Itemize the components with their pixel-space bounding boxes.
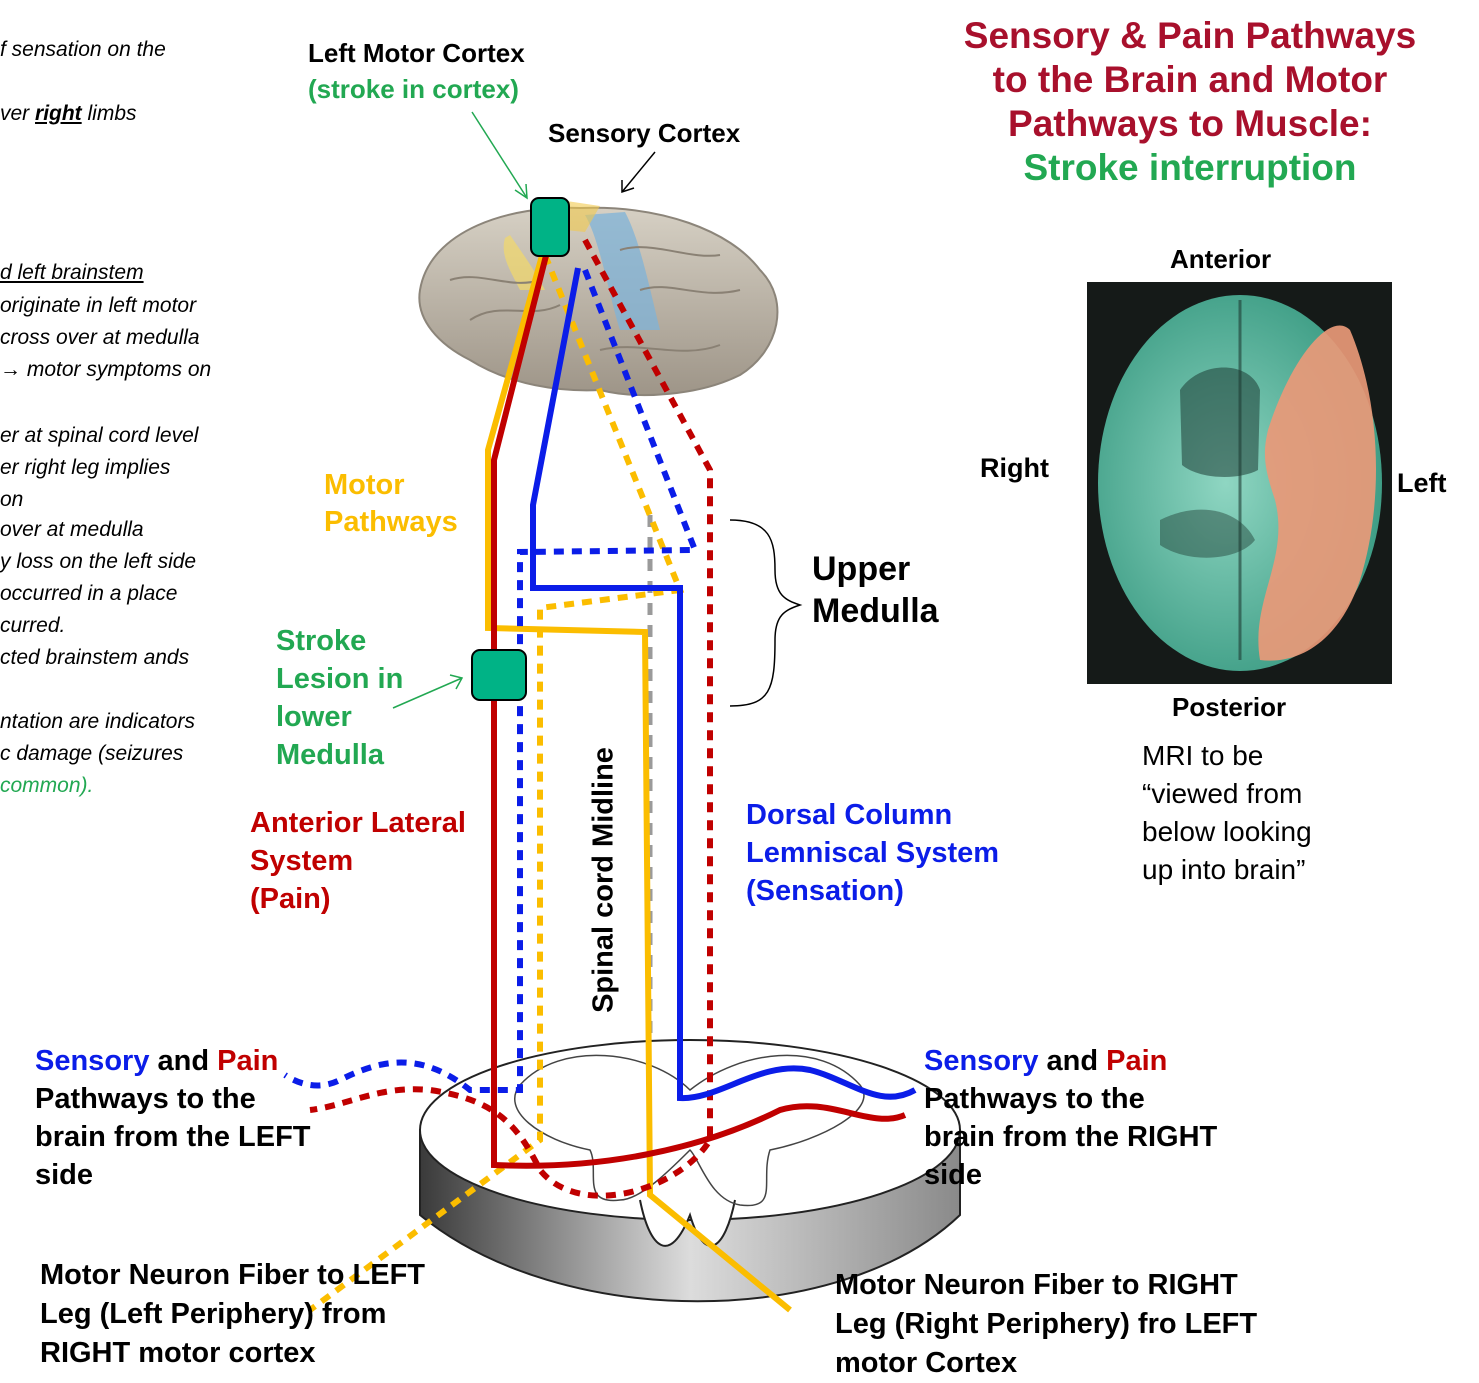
- label-line: motor Cortex: [835, 1344, 1257, 1383]
- mri-label-left: Left: [1397, 468, 1447, 499]
- caption-line: “viewed from: [1142, 775, 1312, 813]
- label-line: Pathways to the: [924, 1080, 1217, 1118]
- title-subtitle: Stroke interruption: [930, 146, 1450, 190]
- label-line: side: [924, 1156, 1217, 1194]
- title-line: to the Brain and Motor: [930, 58, 1450, 102]
- label-spinal-midline: Spinal cord Midline: [588, 747, 621, 1013]
- mri-label-right: Right: [980, 453, 1049, 484]
- label-line: Dorsal Column: [746, 796, 999, 834]
- label-left-side-pathways: Sensory and Pain Pathways to the brain f…: [35, 1042, 311, 1194]
- mri-caption: MRI to be “viewed from below looking up …: [1142, 737, 1312, 889]
- mri-label-anterior: Anterior: [1170, 244, 1271, 275]
- label-word: Pain: [1106, 1045, 1167, 1077]
- label-line: Leg (Right Periphery) fro LEFT: [835, 1305, 1257, 1344]
- label-upper-medulla: Upper Medulla: [812, 548, 939, 632]
- caption-line: below looking: [1142, 813, 1312, 851]
- label-line: Stroke: [276, 622, 403, 660]
- label-right-side-pathways: Sensory and Pain Pathways to the brain f…: [924, 1042, 1217, 1194]
- label-line: Upper: [812, 548, 939, 590]
- label-line: Sensory and Pain: [35, 1042, 311, 1080]
- label-line: Pathways to the: [35, 1080, 311, 1118]
- title-line: Sensory & Pain Pathways: [930, 14, 1450, 58]
- lesion-arrow: [393, 675, 462, 708]
- label-line: (Pain): [250, 880, 466, 918]
- sensory-cortex-arrow: [622, 152, 655, 192]
- label-line: Medulla: [276, 736, 403, 774]
- label-line: brain from the LEFT: [35, 1118, 311, 1156]
- label-line: Motor: [324, 467, 458, 504]
- label-left-motor-cortex: Left Motor Cortex: [308, 38, 525, 69]
- cortex-lesion: [531, 198, 569, 256]
- label-line: Sensory and Pain: [924, 1042, 1217, 1080]
- medulla-lesion: [472, 650, 526, 700]
- label-line: (Sensation): [746, 872, 999, 910]
- label-word: Sensory: [35, 1045, 149, 1077]
- label-sensory-cortex: Sensory Cortex: [548, 118, 740, 149]
- label-stroke-lesion: Stroke Lesion in lower Medulla: [276, 622, 403, 774]
- label-line: Pathways: [324, 504, 458, 541]
- caption-line: MRI to be: [1142, 737, 1312, 775]
- label-line: Motor Neuron Fiber to RIGHT: [835, 1266, 1257, 1305]
- label-line: brain from the RIGHT: [924, 1118, 1217, 1156]
- label-line: side: [35, 1156, 311, 1194]
- title-line: Pathways to Muscle:: [930, 102, 1450, 146]
- label-line: Lemniscal System: [746, 834, 999, 872]
- label-dorsal-column-system: Dorsal Column Lemniscal System (Sensatio…: [746, 796, 999, 910]
- caption-line: up into brain”: [1142, 851, 1312, 889]
- mri-scan: [1087, 282, 1392, 684]
- cortex-arrow: [472, 112, 527, 198]
- label-line: System: [250, 842, 466, 880]
- label-line: Anterior Lateral: [250, 804, 466, 842]
- label-line: Lesion in: [276, 660, 403, 698]
- label-line: RIGHT motor cortex: [40, 1334, 425, 1373]
- label-stroke-in-cortex: (stroke in cortex): [308, 74, 519, 105]
- label-word: and: [149, 1045, 217, 1077]
- label-word: Sensory: [924, 1045, 1038, 1077]
- label-line: Medulla: [812, 590, 939, 632]
- label-line: Leg (Left Periphery) from: [40, 1295, 425, 1334]
- label-line: Motor Neuron Fiber to LEFT: [40, 1256, 425, 1295]
- page-title: Sensory & Pain Pathways to the Brain and…: [930, 14, 1450, 190]
- label-line: lower: [276, 698, 403, 736]
- label-motor-fiber-right-leg: Motor Neuron Fiber to RIGHT Leg (Right P…: [835, 1266, 1257, 1383]
- upper-medulla-brace: [730, 520, 800, 706]
- brain-image: [419, 200, 777, 395]
- label-motor-fiber-left-leg: Motor Neuron Fiber to LEFT Leg (Left Per…: [40, 1256, 425, 1373]
- label-word: and: [1038, 1045, 1106, 1077]
- label-motor-pathways: Motor Pathways: [324, 467, 458, 541]
- label-anterior-lateral-system: Anterior Lateral System (Pain): [250, 804, 466, 918]
- label-word: Pain: [217, 1045, 278, 1077]
- mri-label-posterior: Posterior: [1172, 692, 1286, 723]
